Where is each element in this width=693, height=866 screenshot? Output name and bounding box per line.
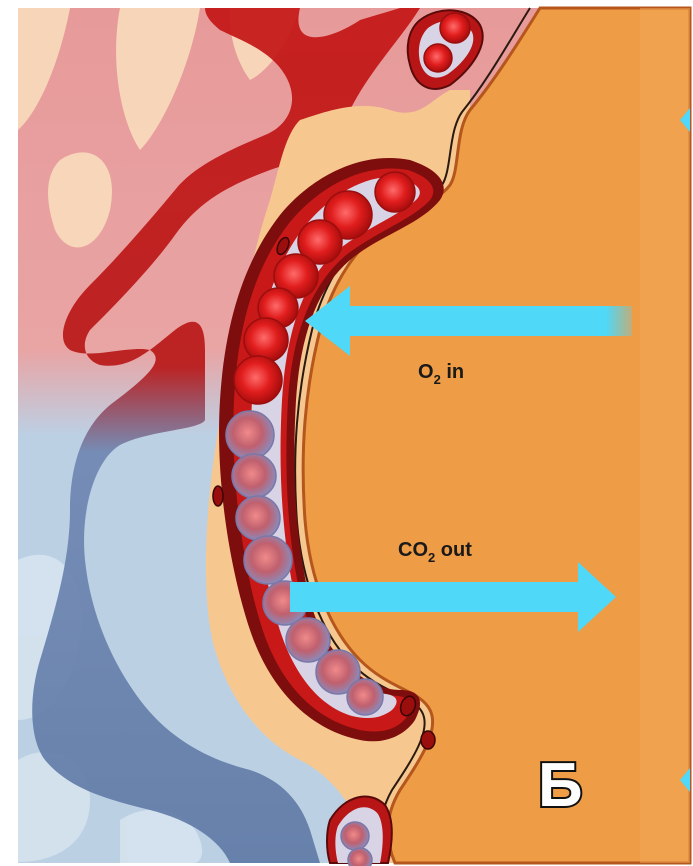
panel-letter: Б [538,751,583,820]
